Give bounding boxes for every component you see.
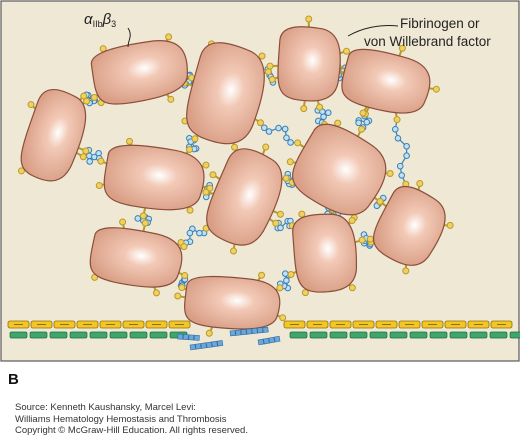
endothelial-cell — [7, 320, 30, 329]
endothelial-cell — [283, 320, 306, 329]
basement-cell — [69, 331, 88, 339]
basement-cell — [129, 331, 148, 339]
endothelial-cell — [53, 320, 76, 329]
alpha-subscript: IIb — [93, 19, 103, 29]
endothelial-cell — [467, 320, 490, 329]
basement-cell — [329, 331, 348, 339]
ligand-label-line1: Fibrinogen or — [400, 16, 480, 31]
svg-text:αIIbβ3: αIIbβ3 — [84, 11, 116, 29]
integrin-receptor — [139, 206, 147, 220]
platelets — [20, 26, 446, 330]
endothelial-cell — [375, 320, 398, 329]
integrin-label: αIIbβ3 — [84, 11, 131, 48]
basement-cell — [29, 331, 48, 339]
endothelial-cell — [490, 320, 513, 329]
panel-letter: B — [8, 371, 19, 388]
basement-cell — [289, 331, 308, 339]
basement-cell-row — [9, 331, 520, 339]
basement-cell — [89, 331, 108, 339]
beta-symbol: β — [102, 11, 112, 28]
endothelial-cell — [122, 320, 145, 329]
platelet — [292, 123, 387, 216]
basement-cell — [149, 331, 168, 339]
basement-cell — [509, 331, 520, 339]
basement-cell — [469, 331, 488, 339]
basement-cell — [389, 331, 408, 339]
platelet — [292, 213, 358, 293]
basement-cell — [49, 331, 68, 339]
subendothelium — [7, 320, 520, 351]
integrin-receptor — [205, 324, 215, 337]
basement-cell — [369, 331, 388, 339]
platelet — [90, 40, 188, 105]
ligand-label-line2: von Willebrand factor — [364, 34, 491, 49]
alpha-symbol: α — [84, 11, 93, 28]
collagen-fiber — [229, 326, 269, 337]
basement-cell — [9, 331, 28, 339]
endothelial-cell — [99, 320, 122, 329]
collagen-fibers — [177, 326, 281, 351]
integrin-receptor — [164, 91, 175, 103]
platelet — [186, 42, 265, 145]
beta-subscript: 3 — [111, 19, 116, 29]
basement-cell — [489, 331, 508, 339]
basement-cell — [309, 331, 328, 339]
collagen-fiber — [177, 333, 200, 341]
endothelial-cell — [306, 320, 329, 329]
basement-cell — [349, 331, 368, 339]
fibrinogen-chain — [391, 119, 410, 185]
endothelial-cell — [145, 320, 168, 329]
basement-cell — [449, 331, 468, 339]
endothelial-cell — [76, 320, 99, 329]
integrin-receptor — [141, 219, 149, 233]
ligand-pointer — [347, 25, 399, 37]
collagen-fiber — [257, 335, 281, 346]
fibrinogen-chain — [259, 122, 298, 146]
platelet — [341, 48, 431, 114]
endothelial-cell — [444, 320, 467, 329]
endothelial-cell-row — [7, 320, 513, 329]
endothelial-cell — [30, 320, 53, 329]
platelet — [184, 275, 281, 330]
integrin-pointer — [127, 27, 131, 48]
source-citation: Source: Kenneth Kaushansky, Marcel Levi:… — [15, 402, 248, 437]
platelet — [373, 185, 446, 266]
platelet — [89, 227, 183, 288]
platelet — [277, 26, 341, 102]
basement-cell — [409, 331, 428, 339]
integrin-receptor — [398, 44, 406, 57]
platelet — [103, 144, 205, 211]
source-line-3: Copyright © McGraw-Hill Education. All r… — [15, 425, 248, 436]
endothelial-cell — [421, 320, 444, 329]
source-line-2: Williams Hematology Hemostasis and Throm… — [15, 413, 227, 425]
endothelial-cell — [398, 320, 421, 329]
endothelial-cell — [329, 320, 352, 329]
endothelial-cell — [168, 320, 191, 329]
endothelial-cell — [352, 320, 375, 329]
platelet — [20, 88, 87, 182]
platelet-aggregation-diagram: αIIbβ3 Fibrinogen or von Willebrand fact… — [0, 0, 520, 362]
platelet — [206, 148, 283, 246]
integrin-receptor — [174, 292, 187, 300]
basement-cell — [109, 331, 128, 339]
ligand-label: Fibrinogen or von Willebrand factor — [347, 16, 491, 49]
integrin-receptor — [266, 62, 280, 70]
source-line-1: Source: Kenneth Kaushansky, Marcel Levi: — [15, 402, 196, 413]
basement-cell — [429, 331, 448, 339]
collagen-fiber — [189, 340, 224, 351]
